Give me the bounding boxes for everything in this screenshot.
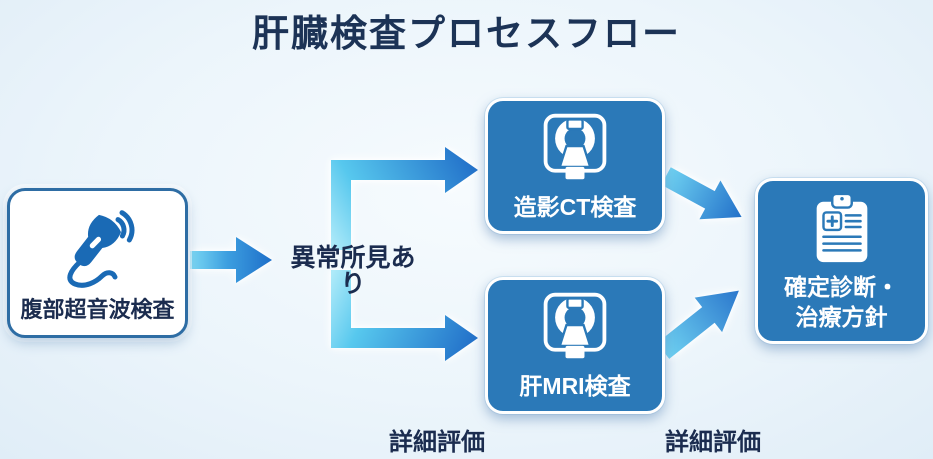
clipboard-medical-icon [816,192,867,262]
detailed-evaluation-label-left: 詳細評価 [389,429,485,456]
mri-scanner-icon [543,292,607,359]
node-diagnosis-label: 確定診断・ 治療方針 [784,273,899,330]
arrow-ultrasound-to-findings [190,237,272,283]
arrow-findings-to-ct [331,147,478,250]
arrow-mri-to-diagnosis [656,290,739,359]
page-title: 肝臓検査プロセスフロー [252,13,681,54]
node-diagnosis: 確定診断・ 治療方針 [755,178,928,344]
arrow-ct-to-diagnosis [661,167,742,220]
node-ct: 造影CT検査 [485,98,665,234]
ct-scanner-icon [543,113,607,179]
node-ultrasound: 腹部超音波検査 [7,188,188,338]
detailed-evaluation-label-right: 詳細評価 [665,429,761,456]
node-ct-label: 造影CT検査 [513,193,637,220]
ultrasound-probe-icon [66,210,134,288]
node-ultrasound-label: 腹部超音波検査 [20,296,175,322]
abnormal-findings-label: 異常所見あり [290,244,416,299]
node-mri: 肝MRI検査 [485,277,665,414]
node-mri-label: 肝MRI検査 [519,373,631,400]
arrow-findings-to-mri [331,270,478,361]
